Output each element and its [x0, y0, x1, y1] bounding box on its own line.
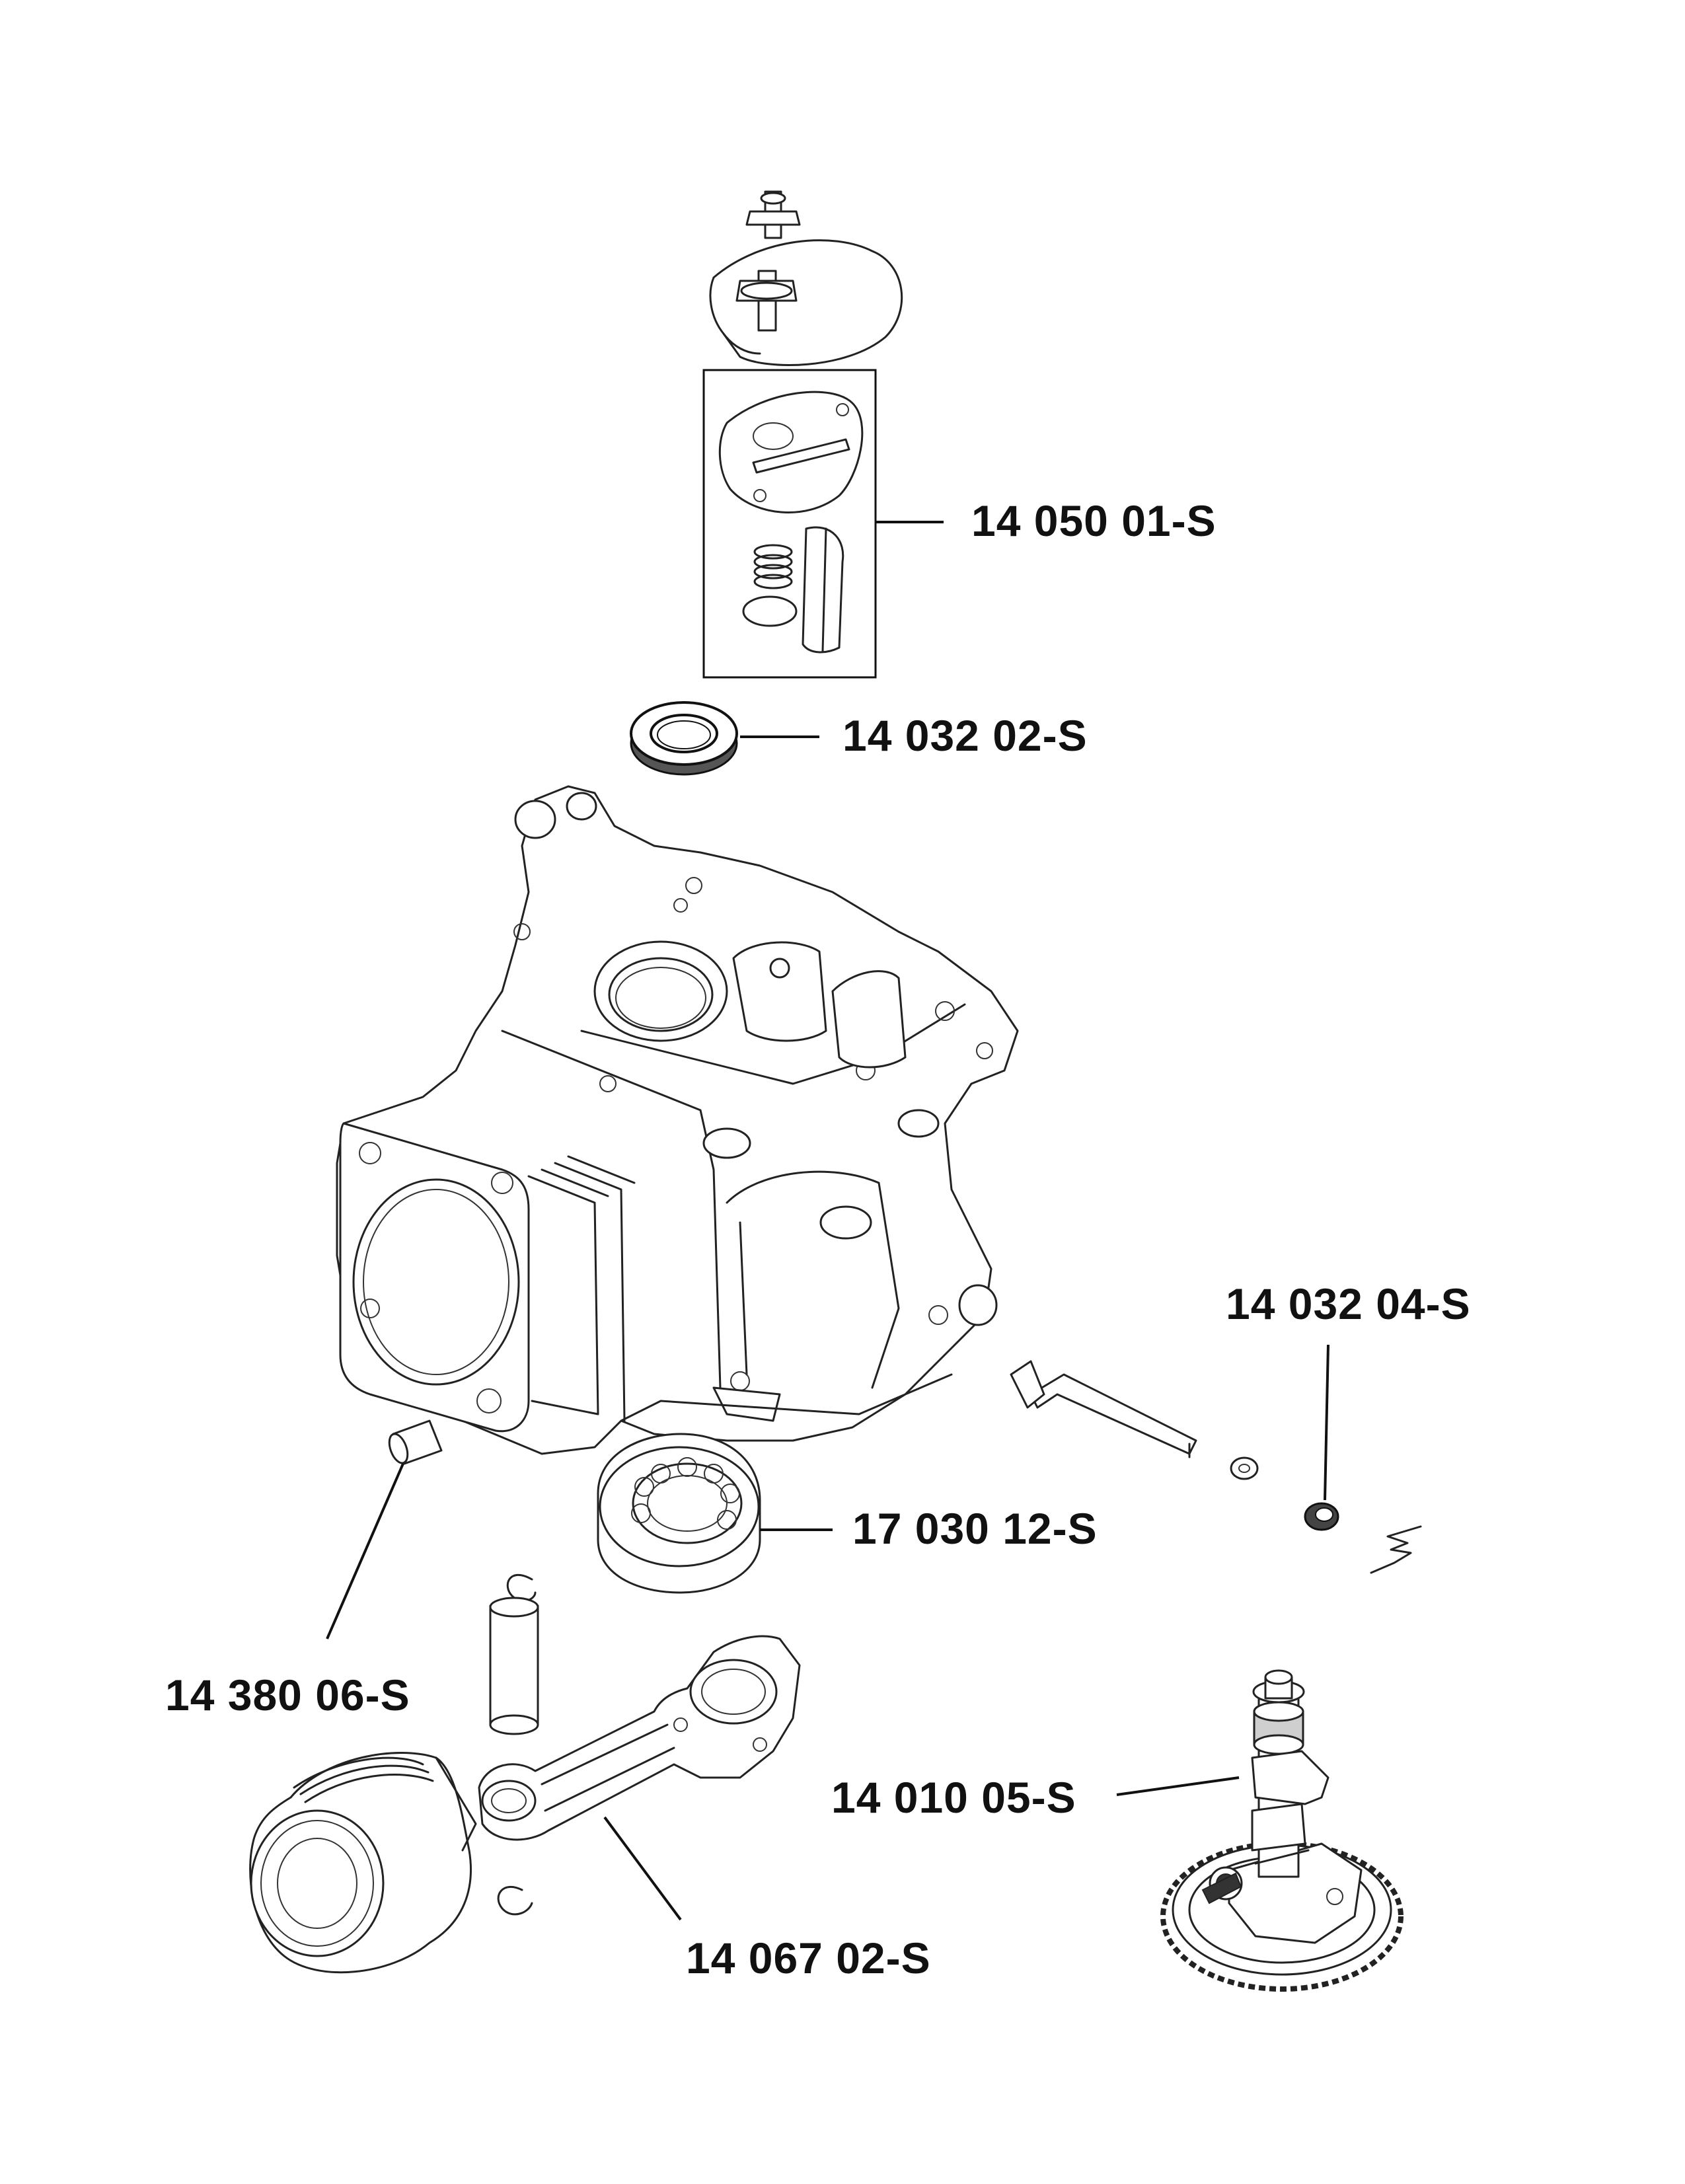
leader-seal-side: [1324, 1344, 1329, 1501]
cover-plate: [709, 190, 903, 366]
label-camshaft: 14 010 05-S: [831, 1773, 1076, 1822]
spring-clip: [1370, 1525, 1422, 1574]
leader-dowel-pin: [326, 1463, 404, 1639]
piston: [249, 1752, 477, 1974]
circlip-bottom: [497, 1885, 533, 1916]
camshaft-gear: [1160, 1669, 1404, 1992]
label-connecting-rod: 14 067 02-S: [686, 1934, 931, 1982]
label-dowel-pin: 14 380 06-S: [165, 1671, 410, 1719]
seal-top: [630, 701, 738, 776]
governor-shaft: [1010, 1360, 1197, 1458]
seal-side: [1304, 1502, 1339, 1531]
label-gasket-kit: 14 050 01-S: [971, 496, 1217, 545]
crankcase-block: [336, 785, 1019, 1455]
connecting-rod: [478, 1635, 801, 1841]
circlip-top: [506, 1573, 537, 1602]
piston-pin: [489, 1597, 539, 1735]
ball-bearing: [597, 1433, 761, 1594]
leader-camshaft: [1116, 1776, 1240, 1796]
gasket-kit-box: [702, 369, 877, 679]
label-seal-side: 14 032 04-S: [1226, 1279, 1471, 1328]
dowel-pin: [388, 1419, 443, 1465]
label-seal-top: 14 032 02-S: [842, 711, 1088, 760]
label-bearing: 17 030 12-S: [852, 1504, 1098, 1553]
washer-small: [1230, 1456, 1259, 1480]
leader-connecting-rod: [603, 1816, 682, 1921]
